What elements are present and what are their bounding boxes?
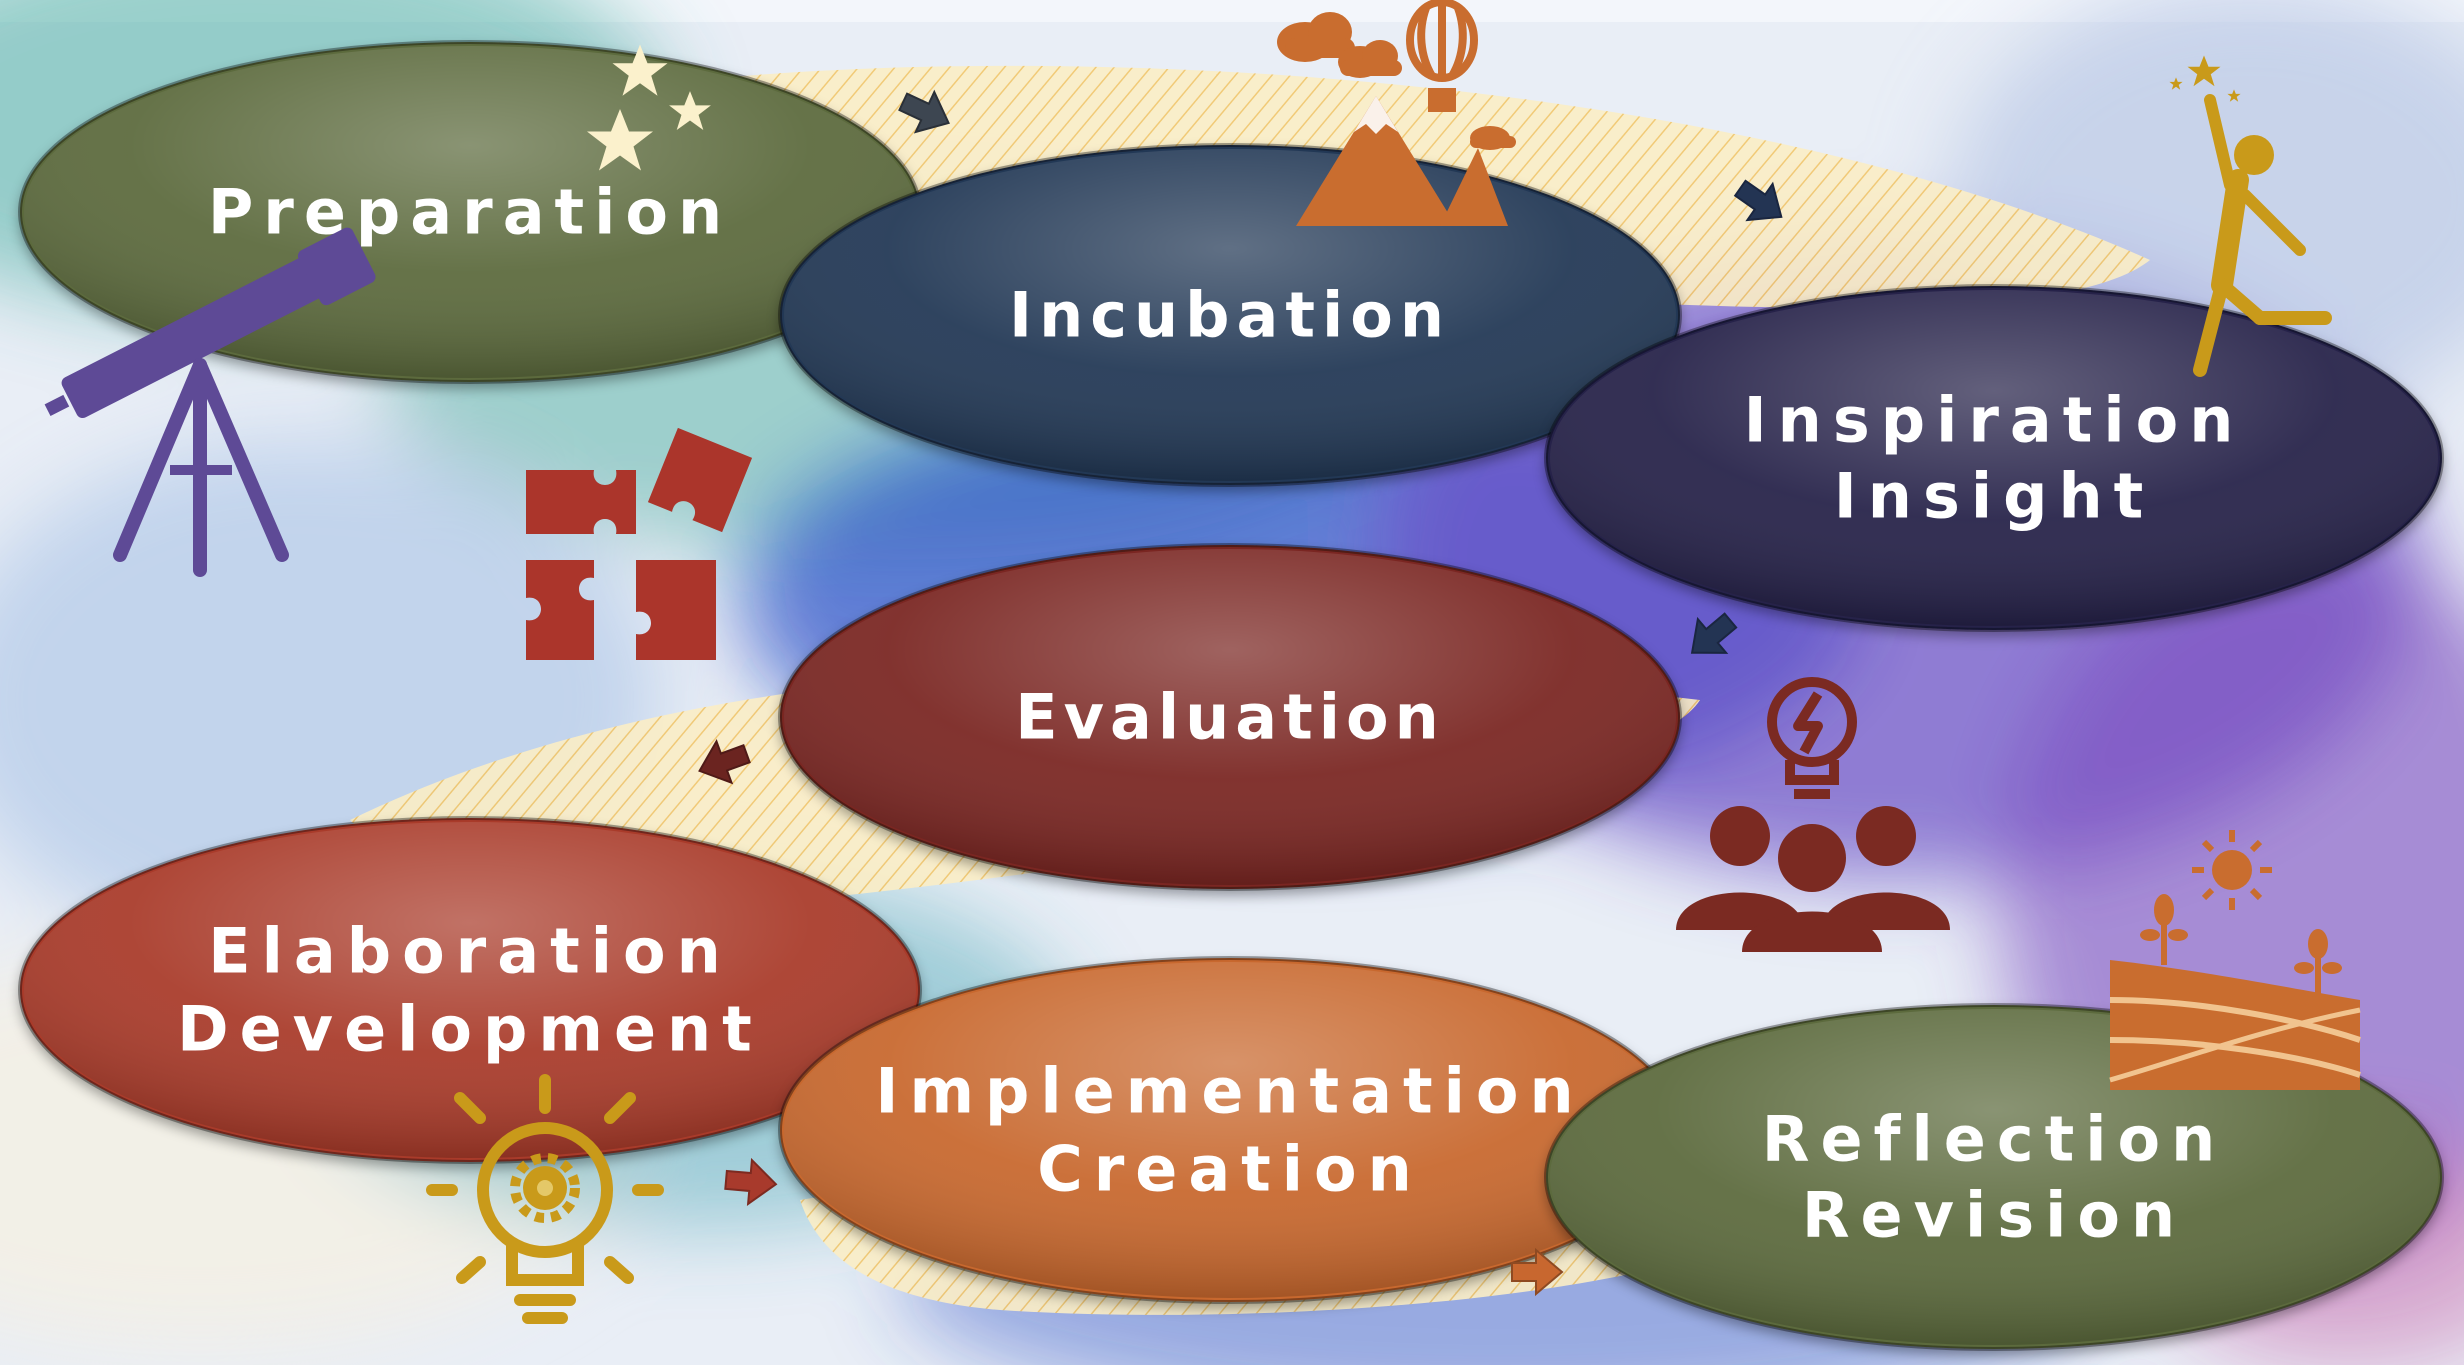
stage-label-implementation: Creation <box>1037 1133 1423 1206</box>
stage-label-reflection: Revision <box>1802 1179 2186 1252</box>
stage-oval-shine <box>1550 290 2438 626</box>
stage-oval-shine <box>24 822 916 1158</box>
stage-label-evaluation: Evaluation <box>1015 681 1444 754</box>
arrow-down-left-icon <box>1690 612 1738 654</box>
puzzle-icon <box>526 427 753 660</box>
arrow-right-icon <box>1511 1247 1564 1297</box>
stage-ovals: PreparationIncubationInspirationInsightE… <box>18 40 2444 1351</box>
stage-label-implementation: Implementation <box>875 1055 1584 1128</box>
telescope-icon <box>44 227 376 577</box>
stage-oval-shine <box>784 549 1676 885</box>
stage-oval-shine <box>784 149 1676 481</box>
stage-incubation: Incubation <box>778 143 1682 487</box>
flow-arrows <box>698 89 1783 1297</box>
stage-label-elaboration: Development <box>177 993 763 1066</box>
sun-icon <box>2192 830 2272 910</box>
stage-label-preparation: Preparation <box>208 176 732 249</box>
arrow-left-icon <box>698 738 751 785</box>
hot-air-balloon-icon <box>1406 0 1478 112</box>
stars-icon <box>587 44 711 171</box>
stage-label-incubation: Incubation <box>1009 279 1451 352</box>
stage-label-reflection: Reflection <box>1762 1103 2226 1176</box>
stage-label-inspiration: Insight <box>1834 460 2155 533</box>
mountain-icon <box>1296 96 1508 226</box>
stage-oval-shine <box>784 962 1676 1298</box>
stage-label-elaboration: Elaboration <box>208 915 731 988</box>
field-sprouts-icon <box>2109 894 2361 1090</box>
clouds-icon <box>1277 12 1516 150</box>
stage-evaluation: Evaluation <box>778 543 1682 891</box>
arrow-right-icon <box>724 1157 778 1206</box>
arrow-right-icon <box>898 89 950 134</box>
arrow-down-right-icon <box>1733 179 1783 222</box>
lightbulb-bolt-icon <box>1767 677 1857 799</box>
stage-oval-shine <box>1550 1009 2438 1345</box>
stage-label-inspiration: Inspiration <box>1744 384 2245 457</box>
lightbulb-gear-icon <box>426 1074 664 1324</box>
group-people-icon <box>1676 806 1950 952</box>
person-reaching-star-icon <box>2169 55 2332 377</box>
